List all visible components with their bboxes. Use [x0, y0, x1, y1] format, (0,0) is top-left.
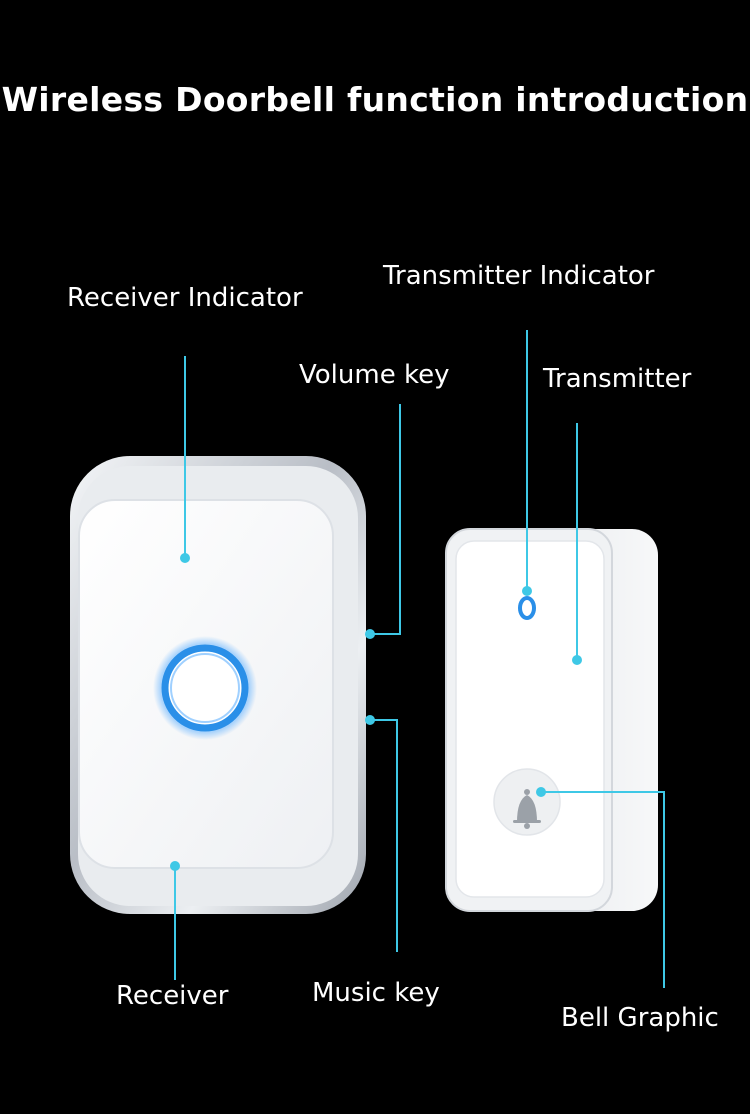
bell-icon [513, 789, 541, 829]
page-title: Wireless Doorbell function introduction [1, 80, 749, 119]
callout-dots [170, 553, 582, 871]
music-key-label: Music key [312, 978, 440, 1008]
bell-graphic-label: Bell Graphic [561, 1003, 719, 1033]
callout-lines [174, 330, 665, 988]
transmitter-device [445, 528, 658, 912]
receiver-indicator-ring [161, 644, 249, 732]
transmitter-label: Transmitter [543, 364, 692, 394]
transmitter-indicator-led [518, 596, 536, 620]
transmitter-indicator-label: Transmitter Indicator [383, 261, 655, 291]
volume-key-label: Volume key [299, 360, 450, 390]
receiver-label: Receiver [116, 981, 229, 1011]
receiver-indicator-label: Receiver Indicator [67, 283, 303, 313]
receiver-device [70, 456, 366, 914]
